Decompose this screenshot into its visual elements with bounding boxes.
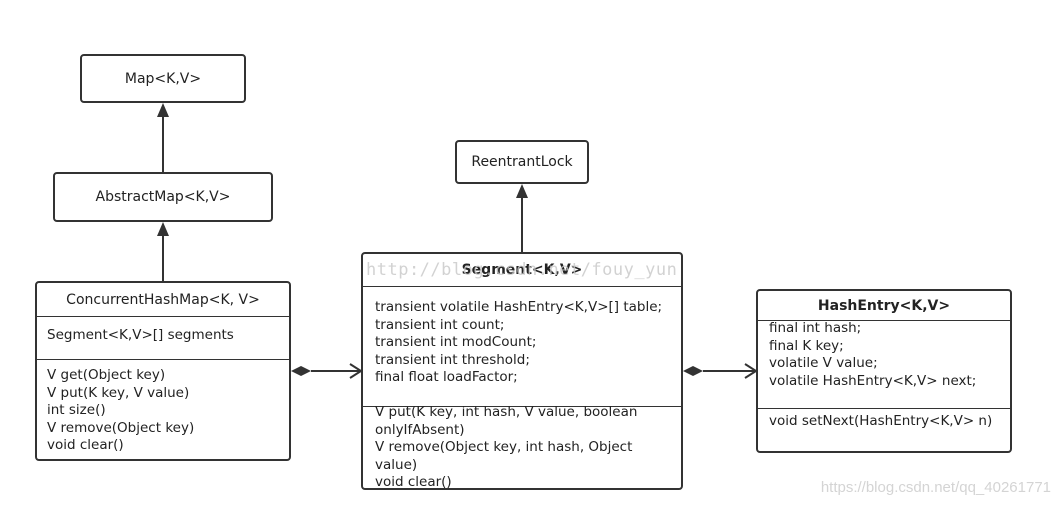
hash-entry-field: volatile V value; [769, 355, 878, 371]
hash-entry-title-text: HashEntry<K,V> [817, 298, 951, 314]
reentrant-lock-class-title: ReentrantLock [471, 154, 573, 170]
segment-field: transient int threshold; [375, 351, 530, 368]
concurrent-hash-map-field: Segment<K,V>[] segments [47, 327, 234, 343]
composition-diamond-segment [683, 366, 703, 376]
concurrent-hash-map-title: ConcurrentHashMap<K, V> [37, 291, 289, 309]
map-class-box: Map<K,V> [80, 54, 246, 103]
concurrent-hash-map-title-divider [37, 316, 289, 317]
segment-field: transient int count; [375, 316, 505, 333]
concurrent-hash-map-class-box: ConcurrentHashMap<K, V> Segment<K,V>[] s… [35, 281, 291, 461]
watermark-blog-url: http://blog.csdn.net/fouy_yun [366, 260, 678, 280]
segment-class-box: Segment<K,V> transient volatile HashEntr… [361, 252, 683, 490]
concurrent-hash-map-method: V remove(Object key) [47, 419, 195, 436]
watermark-corner-url: https://blog.csdn.net/qq_40261771 [820, 479, 1051, 496]
reentrant-lock-class-box: ReentrantLock [455, 140, 589, 184]
hash-entry-field: final int hash; [769, 320, 862, 336]
concurrent-hash-map-fields: Segment<K,V>[] segments [37, 327, 289, 345]
segment-method: V put(K key, int hash, V value, boolean … [375, 404, 638, 438]
hash-entry-fields: final int hash; final K key; volatile V … [758, 320, 1010, 390]
hash-entry-field: final K key; [769, 337, 844, 354]
inheritance-arrowhead-reentrantlock [516, 184, 528, 198]
concurrent-hash-map-fields-divider [37, 359, 289, 360]
abstract-map-class-box: AbstractMap<K,V> [53, 172, 273, 222]
composition-diamond-chm [291, 366, 311, 376]
concurrent-hash-map-method: V put(K key, V value) [47, 384, 190, 401]
concurrent-hash-map-method: V get(Object key) [47, 367, 166, 383]
abstract-map-class-title: AbstractMap<K,V> [95, 189, 231, 205]
concurrent-hash-map-method: int size() [47, 402, 106, 418]
segment-title: Segment<K,V> [363, 261, 681, 279]
map-class-title: Map<K,V> [124, 70, 202, 87]
concurrent-hash-map-method: void clear() [47, 437, 124, 453]
hash-entry-class-box: HashEntry<K,V> final int hash; final K k… [756, 289, 1012, 453]
concurrent-hash-map-title-text: ConcurrentHashMap<K, V> [66, 292, 260, 308]
hash-entry-field: volatile HashEntry<K,V> next; [769, 372, 977, 389]
segment-method: void clear() [375, 474, 452, 490]
segment-methods: V put(K key, int hash, V value, boolean … [363, 404, 681, 492]
concurrent-hash-map-methods: V get(Object key) V put(K key, V value) … [37, 367, 289, 455]
segment-field: transient volatile HashEntry<K,V>[] tabl… [375, 299, 663, 315]
segment-fields-divider [363, 406, 681, 407]
hash-entry-title-divider [758, 320, 1010, 321]
segment-field: final float loadFactor; [375, 369, 518, 385]
segment-title-divider [363, 286, 681, 287]
segment-fields: transient volatile HashEntry<K,V>[] tabl… [363, 299, 681, 387]
inheritance-arrowhead-abstractmap [157, 222, 169, 236]
hash-entry-methods: void setNext(HashEntry<K,V> n) [758, 413, 1010, 431]
segment-method: V remove(Object key, int hash, Object va… [375, 439, 633, 473]
segment-field: transient int modCount; [375, 334, 537, 350]
hash-entry-fields-divider [758, 408, 1010, 409]
inheritance-arrowhead-map [157, 103, 169, 117]
segment-title-text: Segment<K,V> [461, 262, 583, 278]
hash-entry-title: HashEntry<K,V> [758, 297, 1010, 315]
hash-entry-method: void setNext(HashEntry<K,V> n) [769, 413, 993, 429]
